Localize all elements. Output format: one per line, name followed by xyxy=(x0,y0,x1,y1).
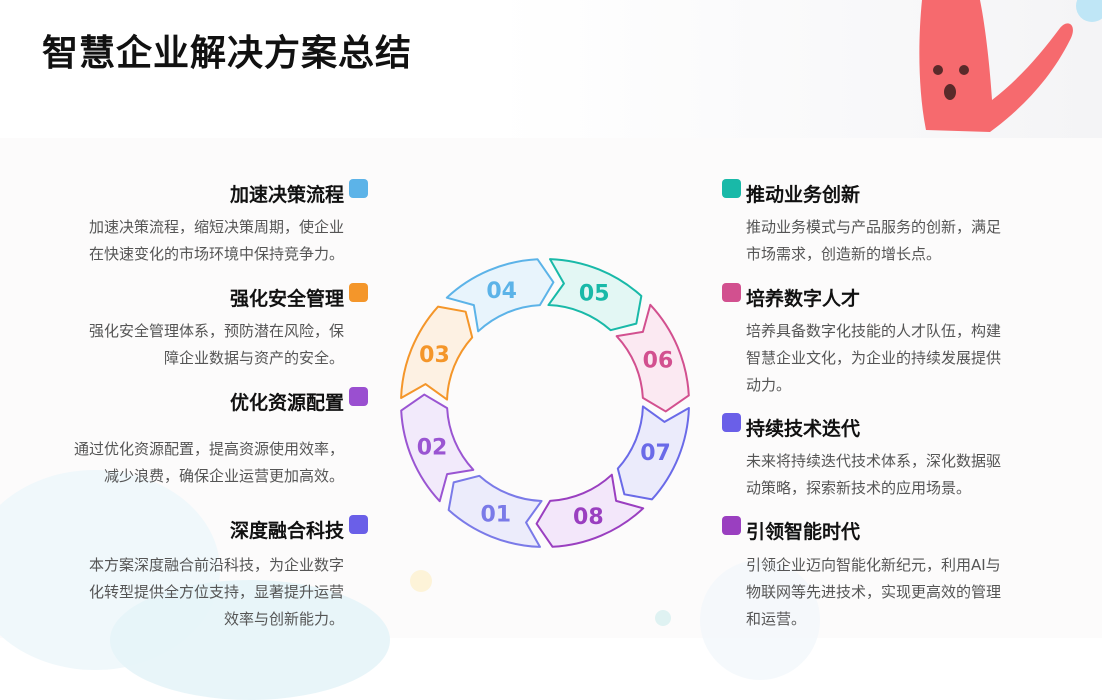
item-title: 强化安全管理 xyxy=(229,288,344,310)
item-title: 加速决策流程 xyxy=(229,184,344,206)
cycle-segment xyxy=(616,405,690,501)
item-title: 引领智能时代 xyxy=(746,521,861,543)
cycle-segment xyxy=(547,258,643,332)
cycle-segment-label: 04 xyxy=(486,279,517,304)
item-title: 优化资源配置 xyxy=(229,392,344,414)
item-description: 引领企业迈向智能化新纪元，利用AI与物联网等先进技术，实现更高效的管理和运营。 xyxy=(746,556,1002,628)
item-description: 推动业务模式与产品服务的创新，满足市场需求，创造新的增长点。 xyxy=(746,218,1002,263)
item-marker-icon xyxy=(349,179,368,198)
item-description: 强化安全管理体系，预防潜在风险，保障企业数据与资产的安全。 xyxy=(88,322,344,367)
item-marker-icon xyxy=(722,179,741,198)
cycle-segment-label: 02 xyxy=(417,435,448,460)
cycle-segment-label: 07 xyxy=(640,441,671,466)
pink-mascot-icon xyxy=(900,0,1102,138)
cycle-segment-label: 08 xyxy=(573,505,604,530)
cycle-diagram: 01 02 03 04 05 06 07 08 xyxy=(400,258,690,548)
item-title: 推动业务创新 xyxy=(746,184,861,206)
cycle-segment xyxy=(400,393,475,503)
item-description: 通过优化资源配置，提高资源使用效率，减少浪费，确保企业运营更加高效。 xyxy=(73,440,344,485)
item-title: 深度融合科技 xyxy=(229,520,344,542)
item-marker-icon xyxy=(349,387,368,406)
item-marker-icon xyxy=(349,515,368,534)
cycle-segment xyxy=(615,303,690,413)
cycle-segment-label: 05 xyxy=(579,281,610,306)
item-description: 未来将持续迭代技术体系，深化数据驱动策略，探索新技术的应用场景。 xyxy=(746,452,1002,497)
cycle-segment-label: 06 xyxy=(643,349,674,374)
decor-blob xyxy=(655,610,671,626)
cycle-segment xyxy=(445,258,555,333)
cycle-segment xyxy=(400,305,474,401)
decor-blob xyxy=(410,570,432,592)
item-marker-icon xyxy=(722,516,741,535)
cycle-segment-label: 03 xyxy=(419,343,450,368)
item-marker-icon xyxy=(722,413,741,432)
cycle-segment xyxy=(535,473,645,548)
cycle-segment xyxy=(447,474,543,548)
item-title: 持续技术迭代 xyxy=(746,418,861,440)
header-band xyxy=(0,0,1102,138)
item-marker-icon xyxy=(722,283,741,302)
page-title: 智慧企业解决方案总结 xyxy=(42,33,413,74)
item-marker-icon xyxy=(349,283,368,302)
item-description: 加速决策流程，缩短决策周期，使企业在快速变化的市场环境中保持竞争力。 xyxy=(88,218,344,263)
item-description: 培养具备数字化技能的人才队伍，构建智慧企业文化，为企业的持续发展提供动力。 xyxy=(746,322,1002,394)
item-description: 本方案深度融合前沿科技，为企业数字化转型提供全方位支持，显著提升运营效率与创新能… xyxy=(88,556,344,628)
item-title: 培养数字人才 xyxy=(746,288,861,310)
cycle-segment-label: 01 xyxy=(480,503,511,528)
